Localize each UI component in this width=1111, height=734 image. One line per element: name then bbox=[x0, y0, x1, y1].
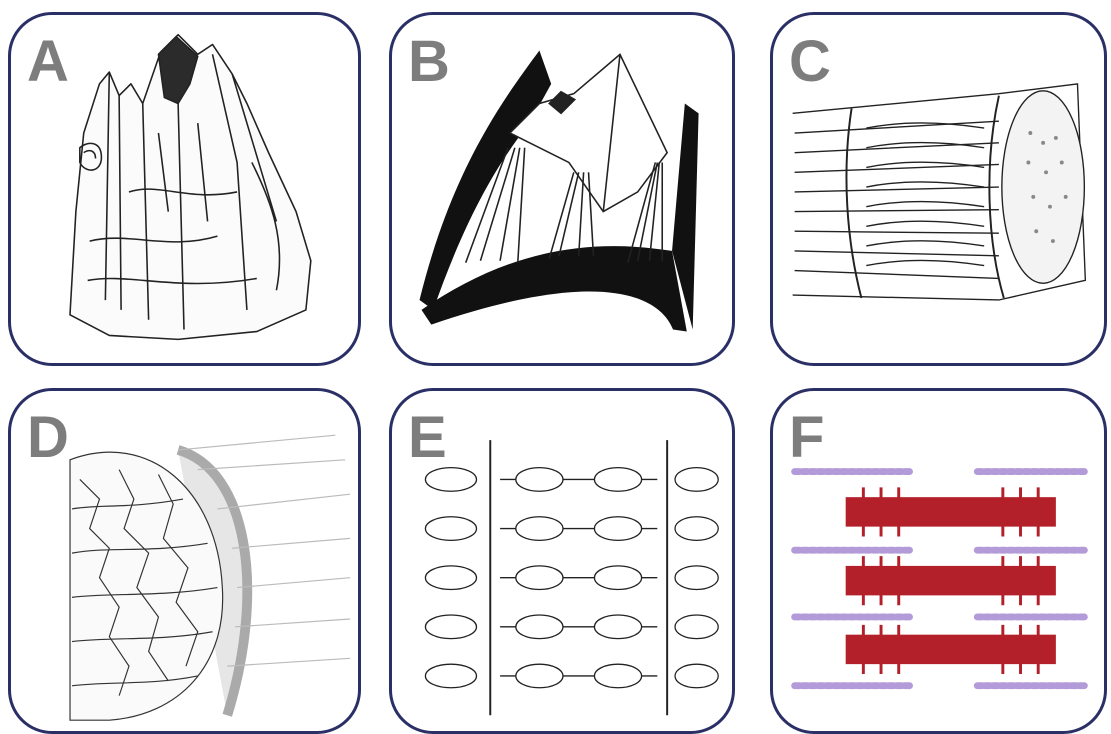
panel-label-c: C bbox=[789, 33, 831, 91]
panel-e: E bbox=[389, 388, 735, 734]
panel-b: B bbox=[389, 12, 735, 366]
panel-a: A bbox=[8, 12, 361, 366]
thick-filaments bbox=[846, 497, 1056, 664]
panel-label-d: D bbox=[27, 409, 69, 467]
panel-label-f: F bbox=[789, 409, 824, 467]
panel-label-e: E bbox=[408, 409, 447, 467]
panel-label-b: B bbox=[408, 33, 450, 91]
panel-label-a: A bbox=[27, 33, 69, 91]
panel-d: D bbox=[8, 388, 361, 734]
panel-c: C bbox=[770, 12, 1107, 366]
panel-f: F bbox=[770, 388, 1107, 734]
